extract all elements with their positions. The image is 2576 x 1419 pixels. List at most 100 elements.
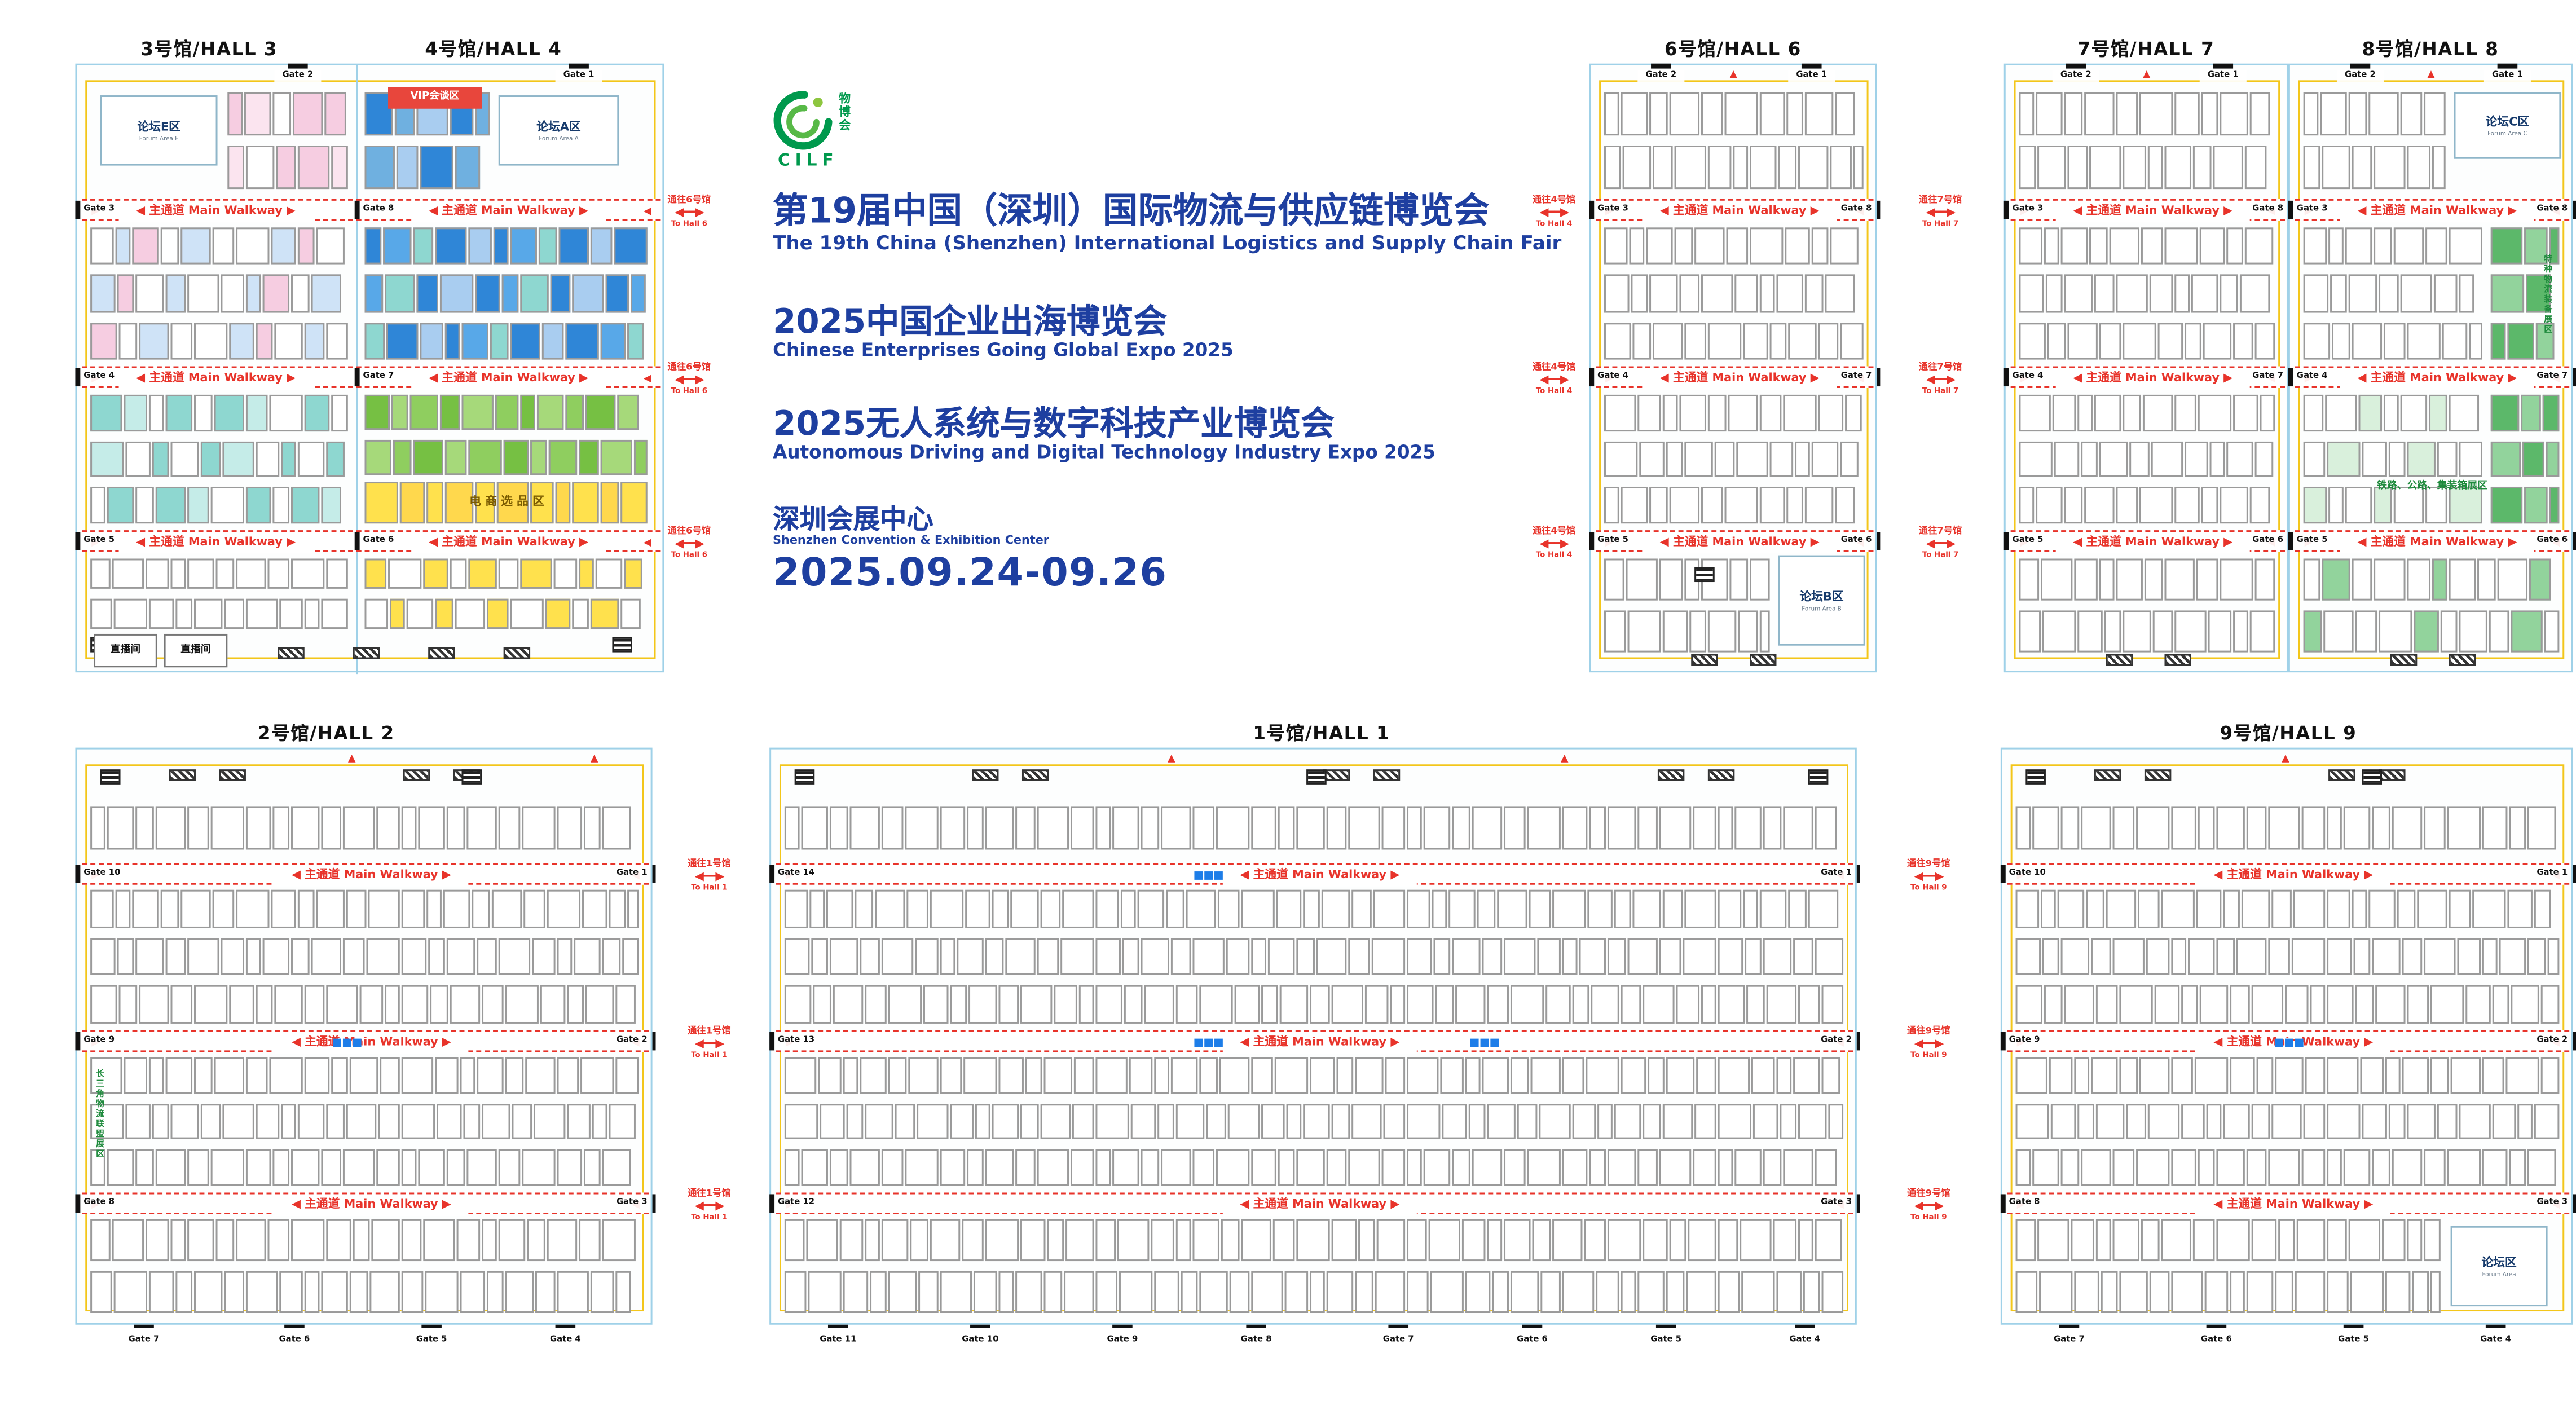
booth	[1688, 1219, 1716, 1262]
booth	[212, 227, 235, 265]
booth	[346, 1103, 377, 1140]
booth	[875, 889, 905, 928]
gate-label: Gate 8	[361, 204, 396, 216]
booth	[2271, 1103, 2302, 1140]
booth	[262, 275, 290, 312]
booth	[2511, 985, 2539, 1024]
walkway-arrow-icon: ◀	[643, 536, 651, 549]
gate-label: Gate 5	[1639, 1334, 1693, 1347]
booth	[498, 1149, 521, 1186]
booth	[460, 1271, 486, 1313]
hall-connector: 通往7号馆◀━━▶To Hall 7	[1890, 192, 1991, 236]
booth	[262, 937, 290, 976]
booth	[784, 1271, 807, 1313]
booth	[2372, 806, 2390, 850]
booth	[1428, 1219, 1460, 1262]
booth	[2352, 322, 2383, 360]
booth	[1062, 889, 1094, 928]
booth	[1326, 1271, 1354, 1313]
booth	[1815, 1219, 1842, 1262]
booth	[520, 558, 552, 589]
gate-label: Gate 2	[274, 70, 322, 82]
connector-arrows-icon: ◀━━▶	[1539, 536, 1570, 550]
booth	[1407, 1103, 1441, 1140]
booth	[602, 1219, 636, 1262]
booth	[940, 806, 966, 850]
booth	[396, 146, 419, 190]
booth	[2437, 440, 2458, 478]
gate-label: Gate 2	[2524, 1035, 2570, 1047]
booth	[998, 985, 1019, 1024]
booth	[1724, 92, 1758, 136]
booth	[2447, 1149, 2481, 1186]
booth	[965, 889, 990, 928]
booth	[2099, 440, 2128, 478]
booth	[1627, 937, 1658, 976]
booth	[1539, 1103, 1571, 1140]
booth	[633, 439, 648, 475]
booth	[1472, 806, 1503, 850]
booth	[1552, 889, 1586, 928]
booth	[1112, 1149, 1139, 1186]
booth	[482, 1219, 497, 1262]
booth	[1815, 806, 1837, 850]
booth	[1326, 1149, 1347, 1186]
booth	[271, 227, 296, 265]
booth	[2233, 610, 2248, 653]
booth	[1669, 1219, 1686, 1262]
booth	[210, 806, 244, 850]
booth	[152, 440, 169, 478]
booth	[304, 985, 325, 1024]
booth	[2322, 558, 2350, 601]
booth	[915, 937, 939, 976]
booth	[1604, 610, 1626, 653]
booth	[1736, 440, 1768, 478]
booth	[1331, 985, 1363, 1024]
booth	[146, 558, 169, 589]
hall-connector: 通往4号馆◀━━▶To Hall 4	[1504, 523, 1604, 567]
booth	[2223, 1103, 2250, 1140]
gate-label: Gate 6	[1505, 1334, 1559, 1347]
booth	[2374, 487, 2392, 524]
booth	[364, 598, 389, 629]
booth	[1591, 985, 1619, 1024]
booth	[214, 1057, 244, 1094]
booth	[1054, 985, 1077, 1024]
booth	[2490, 227, 2523, 265]
cilf-logo-acronym: CILF	[778, 152, 839, 171]
booth	[244, 92, 271, 136]
booth	[1604, 322, 1631, 360]
booth	[1815, 1149, 1837, 1186]
booth	[2099, 558, 2115, 601]
booth	[1375, 1271, 1406, 1313]
booth	[423, 558, 448, 589]
booth	[579, 439, 599, 475]
booth	[1622, 146, 1652, 190]
booth	[482, 985, 504, 1024]
booth	[2490, 487, 2523, 524]
loading-dock-icon	[2328, 769, 2355, 781]
booth	[272, 92, 292, 136]
booth	[1718, 1057, 1750, 1094]
gate-door-icon	[288, 63, 308, 68]
booth	[368, 889, 400, 928]
booth	[1112, 806, 1139, 850]
booth	[998, 1057, 1024, 1094]
booth	[585, 985, 614, 1024]
booth	[2327, 1057, 2359, 1094]
booth	[917, 1103, 949, 1140]
booth	[1527, 806, 1561, 850]
booth	[371, 1219, 400, 1262]
booth	[1261, 985, 1278, 1024]
gate-door-icon	[1875, 200, 1881, 219]
booth	[1607, 1219, 1641, 1262]
booth	[1783, 806, 1813, 850]
booth	[620, 482, 648, 524]
booth	[1124, 985, 1143, 1024]
booth	[1659, 558, 1683, 601]
forum-sublabel: Forum Area A	[539, 135, 579, 143]
booth	[1562, 806, 1588, 850]
booth	[2303, 92, 2319, 136]
booth	[222, 1103, 254, 1140]
